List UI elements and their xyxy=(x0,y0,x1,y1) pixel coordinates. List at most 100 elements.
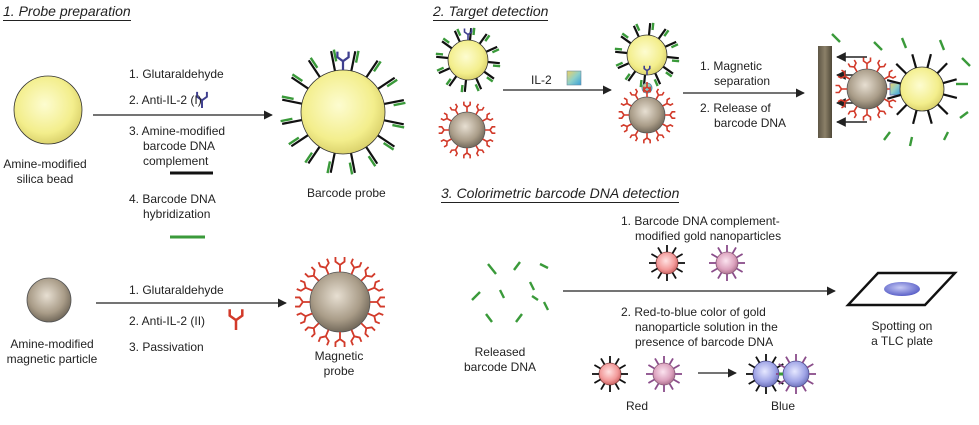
dna-complement-strand xyxy=(349,153,356,174)
magnetic-probe-antibody xyxy=(334,332,346,347)
complex-magnetic-antibody xyxy=(662,123,674,133)
colorimetric-step-2-line: presence of barcode DNA xyxy=(635,335,774,349)
silica-bead-label-line: silica bead xyxy=(16,172,74,186)
dynamic-shapes xyxy=(13,22,971,394)
magnetic-probe-antibody xyxy=(317,258,330,275)
released-barcode-dna xyxy=(487,263,497,275)
separated-dna-complement xyxy=(936,62,948,75)
barcode-dna-strand xyxy=(474,83,480,92)
tlc-label: Spotting on a TLC plate xyxy=(852,319,952,349)
probe-step-3: 3. Amine-modified barcode DNA complement xyxy=(129,124,225,169)
il2-label: IL-2 xyxy=(531,73,552,87)
separated-barcode-probe xyxy=(899,66,945,112)
released-barcode-dna xyxy=(528,281,536,291)
barcode-dna-strand xyxy=(309,57,319,69)
barcode-dna-strand xyxy=(671,59,680,63)
separated-dna-complement xyxy=(911,54,918,69)
barcode-dna-strand xyxy=(653,78,659,87)
gold-np-strand xyxy=(619,378,627,384)
dna-complement-strand xyxy=(664,40,677,48)
barcode-dna-strand xyxy=(663,29,670,37)
gold-np-strand xyxy=(785,356,791,364)
gold-np-strand xyxy=(654,383,660,391)
separated-magnetic-antibody xyxy=(847,105,858,119)
complex-capture-antibody xyxy=(643,82,651,93)
released-barcode-dna xyxy=(513,261,521,271)
dna-complement-strand xyxy=(384,99,405,106)
gold-np-strand xyxy=(647,378,655,384)
probe-step-3-line: complement xyxy=(143,154,209,168)
complex-magnetic-antibody xyxy=(618,111,629,119)
dna-complement-strand xyxy=(438,67,451,75)
magnetic-probe-antibody xyxy=(367,279,384,292)
magnetic-probe-antibody xyxy=(295,296,310,308)
released-barcode-dna xyxy=(531,295,539,301)
released-barcode-dna xyxy=(498,289,506,299)
magnetic-particle-label-line: Amine-modified xyxy=(10,337,94,351)
gold-np-strand xyxy=(650,253,658,259)
detection-magnetic-antibody xyxy=(440,112,452,122)
blue-label: Blue xyxy=(771,399,796,413)
gold-np-strand xyxy=(771,384,777,392)
barcode-dna-strand xyxy=(614,47,623,51)
dna-complement-strand xyxy=(377,76,396,90)
barcode-dna-strand xyxy=(348,162,354,175)
blue-spot xyxy=(884,282,920,296)
magnetic-probe-label: Magnetic probe xyxy=(299,349,379,379)
gold-np-strand xyxy=(671,246,677,254)
probe-step-3-line: 3. Amine-modified xyxy=(129,124,226,138)
barcode-probe-antibody xyxy=(336,51,350,70)
separated-dna-complement xyxy=(926,109,933,124)
dna-complement-strand xyxy=(281,118,302,125)
detection-magnetic-antibody xyxy=(440,138,452,148)
colorimetric-step-2-line: nanoparticle solution in the xyxy=(635,320,778,334)
separated-magnetic-probe xyxy=(846,68,888,110)
gold-np-strand xyxy=(771,356,777,364)
tlc-label-line: Spotting on xyxy=(871,319,933,333)
dna-complement-strand xyxy=(441,40,453,50)
dna-complement-strand xyxy=(475,77,483,90)
dna-complement-strand xyxy=(307,146,321,165)
barcode-dna-strand xyxy=(445,78,452,86)
barcode-dna-strand xyxy=(486,76,494,83)
barcode-dna-strand xyxy=(332,49,338,62)
barcode-dna-strand xyxy=(386,78,398,88)
gold-np-strand xyxy=(619,364,627,370)
gold-np-strand xyxy=(755,384,761,392)
blue-gold-nanoparticle xyxy=(782,360,810,388)
dna-complement-strand xyxy=(617,62,630,70)
gold-np-strand xyxy=(650,267,658,273)
magnet-bar xyxy=(818,46,832,138)
dna-complement-strand xyxy=(448,75,458,87)
gold-np-strand xyxy=(600,357,606,365)
barcode-dna-strand xyxy=(456,28,462,37)
magnetic-particle xyxy=(26,277,72,323)
gold-np-strand xyxy=(748,379,756,385)
complex-magnetic-antibody xyxy=(655,88,665,100)
separated-dna-complement xyxy=(896,103,908,116)
separated-dna-complement xyxy=(912,110,918,125)
section-probe-preparation: 1. Probe preparation xyxy=(3,3,131,21)
magnetic-probe-antibody xyxy=(304,266,320,282)
colorimetric-step-2-line: 2. Red-to-blue color of gold xyxy=(621,305,766,319)
barcode-dna-strand xyxy=(651,22,655,31)
magnetic-probe-antibody xyxy=(350,258,363,275)
detection-step-1-line: 1. Magnetic xyxy=(700,59,763,73)
gold-np-strand xyxy=(710,267,718,273)
colorimetric-step-1-line: modified gold nanoparticles xyxy=(635,229,782,243)
gold-np-strand xyxy=(748,363,756,369)
gold-np-strand xyxy=(657,246,663,254)
gold-np-strand xyxy=(657,272,663,280)
dna-complement-strand xyxy=(365,59,379,78)
barcode-dna-strand xyxy=(291,73,304,83)
dna-complement-strand xyxy=(483,70,495,80)
separated-magnetic-antibody xyxy=(883,98,897,109)
separated-dna-complement xyxy=(886,79,901,85)
dna-complement-strand xyxy=(657,28,667,40)
released-barcode-dna xyxy=(515,313,523,323)
released-barcode-dna xyxy=(942,131,950,141)
il2-antigen-icon xyxy=(566,70,582,86)
dna-complement-strand xyxy=(290,76,309,90)
released-barcode-dna xyxy=(485,313,493,323)
